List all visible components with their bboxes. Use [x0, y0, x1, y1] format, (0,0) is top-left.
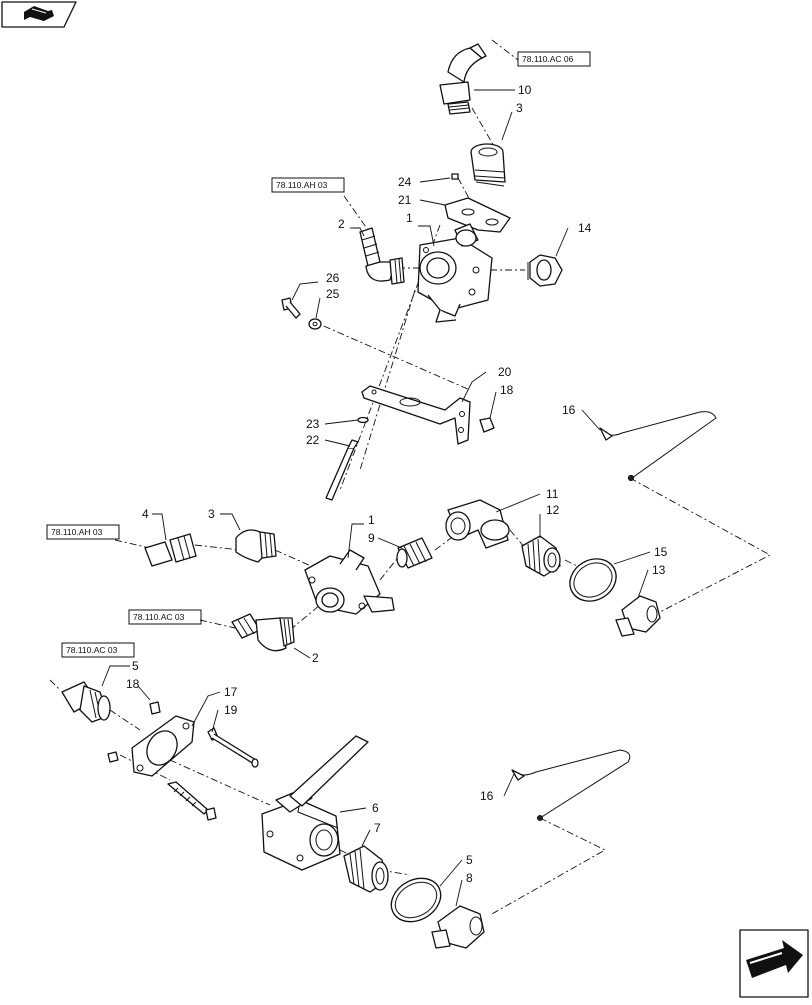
- part-2-hose-barb-elbow-mid[interactable]: [231, 613, 295, 652]
- svg-text:78.110.AH 03: 78.110.AH 03: [276, 180, 328, 190]
- part-5-o-ring[interactable]: [383, 870, 448, 931]
- svg-text:78.110.AC 03: 78.110.AC 03: [133, 612, 185, 622]
- part-7-threaded-coupler[interactable]: [343, 845, 389, 893]
- callout-23: 23: [306, 417, 320, 431]
- part-8-cam-cap[interactable]: [431, 905, 485, 949]
- part-15-o-ring[interactable]: [562, 551, 624, 610]
- part-5-coupler[interactable]: [61, 681, 111, 723]
- ref-box-78-110-ac-03-mid[interactable]: 78.110.AC 03: [128, 609, 202, 625]
- part-11-elbow-mid[interactable]: [445, 499, 510, 549]
- callout-17: 17: [224, 685, 238, 699]
- part-14-hex-nut[interactable]: [527, 254, 563, 287]
- ref-box-78-110-ac-06[interactable]: 78.110.AC 06: [517, 51, 591, 67]
- part-3-threaded-elbow-top[interactable]: [470, 143, 506, 187]
- part-1-valve-body-mid[interactable]: [304, 549, 395, 615]
- part-18-nut-top[interactable]: [479, 417, 495, 433]
- part-screw-small-left[interactable]: [107, 751, 119, 763]
- callout-6: 6: [372, 801, 379, 815]
- callout-2-mid: 2: [312, 651, 319, 665]
- part-threaded-bolt[interactable]: [167, 781, 217, 821]
- callout-20: 20: [498, 365, 512, 379]
- callout-24: 24: [398, 175, 412, 189]
- part-12-threaded-coupler[interactable]: [521, 535, 561, 577]
- svg-text:78.110.AC 03: 78.110.AC 03: [66, 645, 118, 655]
- callout-16: 16: [562, 403, 576, 417]
- callout-18-bottom: 18: [126, 677, 140, 691]
- callout-leaders: [101, 89, 651, 907]
- part-3-threaded-elbow-mid[interactable]: [235, 529, 277, 563]
- part-26-bolt[interactable]: [281, 297, 301, 319]
- part-19-long-bolt[interactable]: [207, 727, 259, 768]
- svg-text:78.110.AC 06: 78.110.AC 06: [522, 54, 574, 64]
- callout-8: 8: [466, 871, 473, 885]
- flag-arrow-icon[interactable]: [1, 1, 77, 28]
- callout-12: 12: [546, 503, 560, 517]
- part-22-long-bolt[interactable]: [325, 439, 359, 501]
- part-25-washer[interactable]: [308, 318, 322, 330]
- callout-4: 4: [142, 507, 149, 521]
- part-2-hose-barb-elbow-top[interactable]: [359, 227, 405, 285]
- callout-21: 21: [398, 193, 412, 207]
- part-13-cam-cap[interactable]: [615, 595, 661, 637]
- ref-box-78-110-ac-03-low[interactable]: 78.110.AC 03: [61, 642, 135, 658]
- part-23-washer-small[interactable]: [357, 416, 369, 424]
- callout-5: 5: [132, 659, 139, 673]
- assembly-lines: [49, 39, 771, 916]
- callout-22: 22: [306, 433, 320, 447]
- part-17-flange-gasket[interactable]: [131, 715, 195, 777]
- callout-9: 9: [368, 531, 375, 545]
- part-16-lanyard-top[interactable]: [599, 411, 717, 482]
- part-4-hose-barb[interactable]: [144, 533, 197, 567]
- callout-13: 13: [652, 563, 666, 577]
- callout-19: 19: [224, 703, 238, 717]
- callout-11: 11: [546, 487, 559, 501]
- callout-1: 1: [406, 211, 413, 225]
- part-20-bracket[interactable]: [361, 385, 471, 445]
- next-page-arrow-icon[interactable]: [739, 929, 809, 998]
- ref-box-78-110-ah-03-mid[interactable]: 78.110.AH 03: [46, 524, 120, 540]
- part-6-ball-valve[interactable]: [261, 735, 369, 871]
- callout-10: 10: [518, 83, 532, 97]
- callout-7: 7: [374, 821, 381, 835]
- callout-15: 15: [654, 545, 668, 559]
- part-16-lanyard-bottom[interactable]: [511, 749, 631, 821]
- part-10-elbow-fitting[interactable]: [439, 43, 487, 115]
- ref-box-78-110-ah-03-top[interactable]: 78.110.AH 03: [271, 177, 345, 193]
- callout-5-bottom: 5: [466, 853, 473, 867]
- part-1-valve-body-top[interactable]: [417, 223, 493, 323]
- part-18-nut-bottom[interactable]: [149, 701, 161, 715]
- callout-25: 25: [326, 287, 340, 301]
- callout-14: 14: [578, 221, 592, 235]
- callout-2: 2: [338, 217, 345, 231]
- callout-18: 18: [500, 383, 514, 397]
- callout-26: 26: [326, 271, 340, 285]
- callout-labels: 10 3 24 21 1 2 14 26 25 20 18 23 22 16 4…: [126, 83, 668, 885]
- callout-3: 3: [516, 101, 523, 115]
- callout-3-mid: 3: [208, 507, 215, 521]
- callout-16-bottom: 16: [480, 789, 494, 803]
- svg-text:78.110.AH 03: 78.110.AH 03: [51, 527, 103, 537]
- part-21-gasket[interactable]: [444, 197, 511, 233]
- part-9-nipple[interactable]: [396, 537, 433, 569]
- callout-1-mid: 1: [368, 513, 375, 527]
- part-24-screw[interactable]: [451, 173, 459, 180]
